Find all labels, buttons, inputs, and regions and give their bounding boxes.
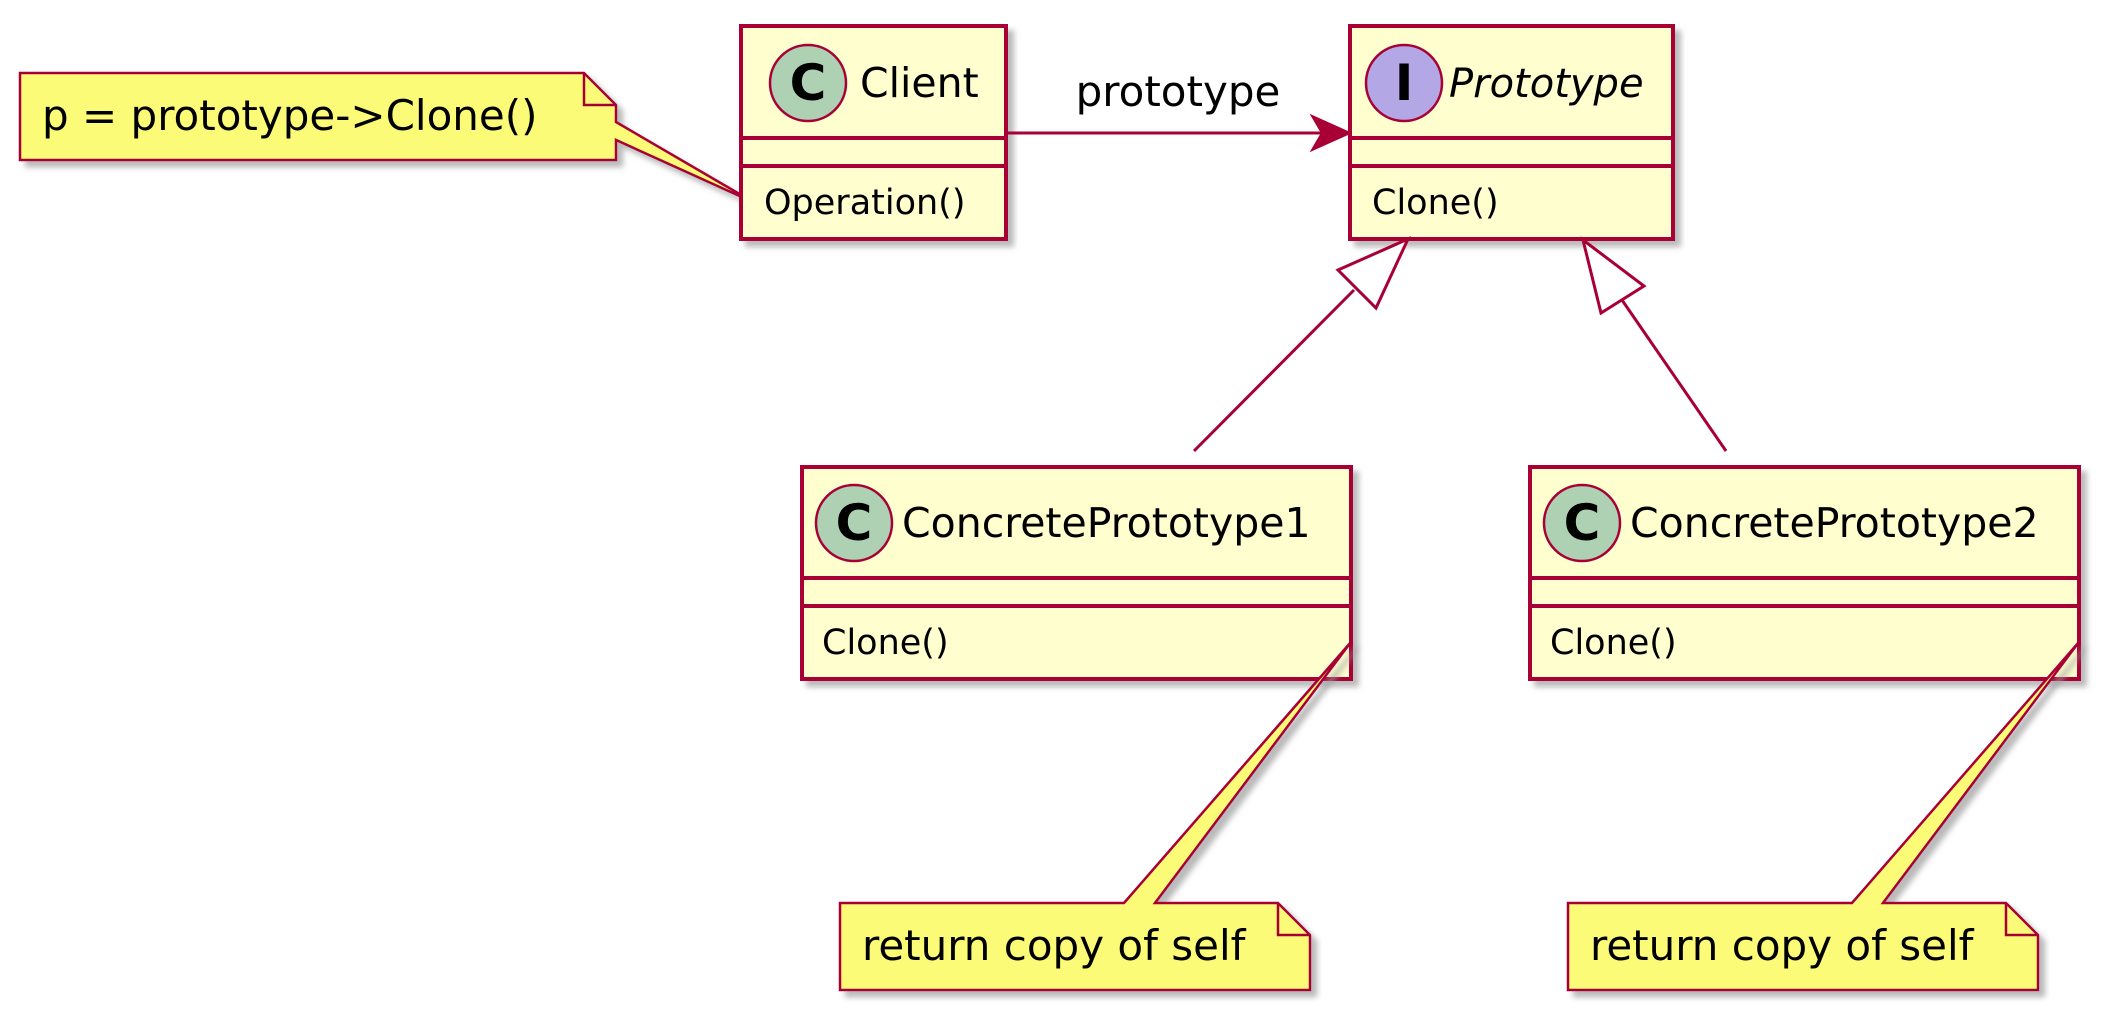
- class-stereotype-icon: [814, 483, 894, 563]
- interface-prototype-method: Clone(): [1372, 183, 1499, 223]
- class-stereotype-letter: C: [836, 494, 873, 552]
- class-concrete-prototype-2: C ConcretePrototype2 Clone(): [1528, 465, 2081, 681]
- class-client-name: Client: [860, 59, 979, 107]
- association-client-prototype: prototype: [1006, 67, 1353, 153]
- client-note-text: p = prototype->Clone(): [42, 91, 538, 140]
- class-concrete-prototype-2-name: ConcretePrototype2: [1630, 499, 2039, 547]
- concrete1-note-text: return copy of self: [862, 921, 1247, 970]
- interface-stereotype-letter: I: [1395, 54, 1414, 112]
- class-stereotype-icon: [1542, 483, 1622, 563]
- class-stereotype-letter: C: [790, 54, 827, 112]
- concrete2-note-text: return copy of self: [1590, 921, 1975, 970]
- generalization-concrete2: [1580, 236, 1728, 452]
- association-label: prototype: [1076, 67, 1281, 116]
- class-concrete-prototype-2-method: Clone(): [1550, 623, 1677, 663]
- interface-prototype-name: Prototype: [1449, 61, 1644, 107]
- class-concrete-prototype-1-method: Clone(): [822, 623, 949, 663]
- interface-prototype: I Prototype Clone(): [1348, 24, 1675, 241]
- class-stereotype-icon: [768, 43, 848, 123]
- class-client-method: Operation(): [764, 183, 966, 223]
- client-note: p = prototype->Clone(): [18, 71, 756, 205]
- concrete1-note: return copy of self: [838, 641, 1352, 992]
- class-concrete-prototype-1-name: ConcretePrototype1: [902, 499, 1311, 547]
- interface-stereotype-icon: [1364, 43, 1444, 123]
- class-stereotype-letter: C: [1564, 494, 1601, 552]
- generalization-concrete1: [1192, 236, 1412, 453]
- class-concrete-prototype-1: C ConcretePrototype1 Clone(): [800, 465, 1353, 681]
- concrete2-note: return copy of self: [1566, 641, 2080, 992]
- class-client: C Client Operation(): [739, 24, 1008, 241]
